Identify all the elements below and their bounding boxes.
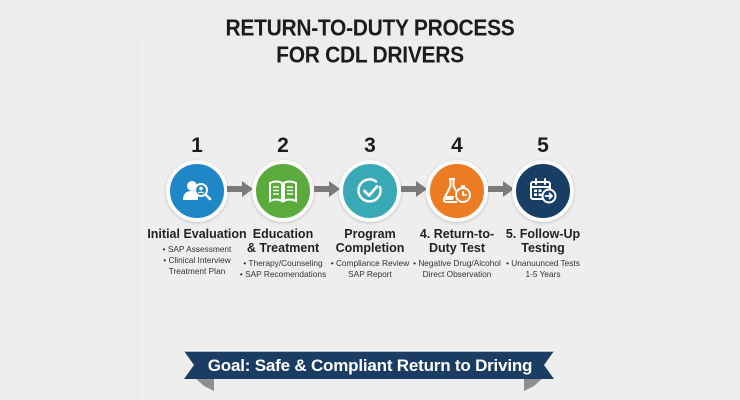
ribbon-shape: [184, 350, 554, 391]
step-number: 4: [451, 134, 463, 157]
title-line-1: RETURN-TO-DUTY PROCESS: [225, 16, 515, 41]
step-1: 1 Initial Evaluation • SAP Assessment • …: [147, 134, 247, 277]
arrow-right-icon: [401, 181, 427, 197]
bullet-item: • Negative Drug/Alcohol: [413, 258, 501, 268]
step-circle: [339, 160, 401, 222]
step-title: 5. Follow-Up Testing: [505, 227, 581, 255]
step-title: 4. Return-to- Duty Test: [419, 227, 495, 255]
step-circle: [426, 160, 488, 222]
check-circle-icon: [357, 178, 382, 203]
calendar-arrow-icon: [530, 178, 557, 204]
step-bullets: • Negative Drug/Alcohol Direct Observati…: [407, 258, 507, 280]
step-bullets: • Unanuunced Tests 1-5 Years: [493, 258, 593, 280]
step-number: 5: [537, 134, 549, 157]
person-search-icon: [183, 181, 212, 201]
step-number: 3: [364, 134, 376, 157]
step-number: 1: [191, 134, 203, 157]
step-title: Program Completion: [335, 227, 405, 255]
bullet-item: • SAP Assessment: [162, 244, 232, 254]
page-title: RETURN-TO-DUTY PROCESS FOR CDL DRIVERS: [0, 15, 740, 69]
bullet-item: • Compliance Review: [330, 258, 410, 268]
step-title: Initial Evaluation: [147, 227, 247, 241]
step-title: Education & Treatment: [246, 227, 320, 255]
flask-stopwatch-icon: [442, 178, 471, 203]
step-number: 2: [277, 134, 289, 157]
bullet-item: 1-5 Years: [525, 269, 561, 279]
title-line-2: FOR CDL DRIVERS: [276, 43, 464, 68]
step-circle: [166, 160, 228, 222]
bullet-item: Direct Observation: [422, 269, 492, 279]
goal-banner-text: Goal: Safe & Compliant Return to Driving: [207, 356, 533, 375]
bullet-item: • Unanuunced Tests: [506, 258, 580, 268]
bullet-item: • Clinical Interview: [163, 255, 231, 265]
step-bullets: • SAP Assessment • Clinical Interview Tr…: [147, 244, 247, 277]
step-bullets: • Compliance Review SAP Report: [320, 258, 420, 280]
step-4: 4 4. Return-to- Duty Test • Negative Dru…: [407, 134, 507, 280]
step-bullets: • Therapy/Counseling • SAP Recomendation…: [233, 258, 333, 280]
step-circle: [252, 160, 314, 222]
bullet-item: Treatment Plan: [168, 266, 226, 276]
bullet-item: • Therapy/Counseling: [243, 258, 323, 268]
step-3: 3 Program Completion • Compliance Review…: [320, 134, 420, 280]
goal-banner: [184, 349, 554, 391]
open-book-icon: [269, 180, 297, 203]
step-2: 2 Education & Treatment • Therapy/Counse…: [233, 134, 333, 280]
arrow-right-icon: [227, 181, 253, 197]
arrow-right-icon: [314, 181, 340, 197]
bullet-item: SAP Report: [348, 269, 392, 279]
bullet-item: • SAP Recomendations: [239, 269, 327, 279]
step-circle: [512, 160, 574, 222]
arrow-right-icon: [488, 181, 514, 197]
step-5: 5 5. Follow-Up Testing • Unanuunced Test…: [493, 134, 593, 280]
